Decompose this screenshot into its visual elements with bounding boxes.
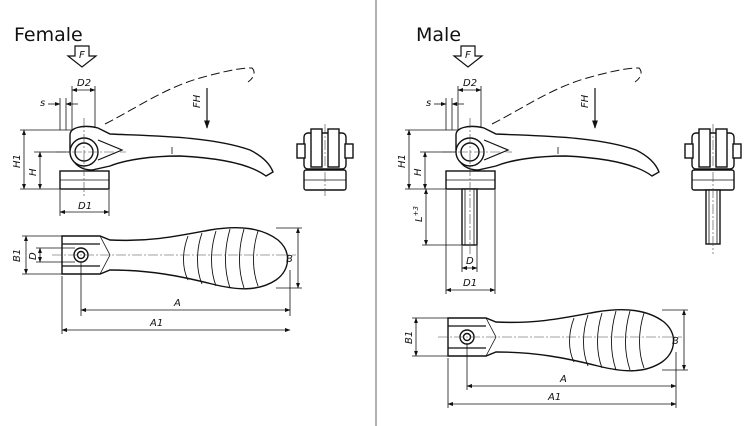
d2-dimension: D2	[71, 78, 96, 130]
a-label: A	[173, 298, 181, 309]
b-dimension: B	[662, 309, 688, 371]
force-arrow: F	[452, 45, 484, 68]
d2-label: D2	[77, 78, 91, 89]
d1-dimension: D1	[445, 190, 496, 294]
male-panel: Male F FH D2 s	[397, 24, 742, 408]
h1-label: H1	[12, 154, 23, 168]
d-dimension: D	[28, 247, 75, 263]
d1-label: D1	[78, 201, 92, 212]
force-label: F	[465, 50, 471, 61]
a1-label: A1	[547, 392, 561, 403]
h-label: H	[413, 168, 424, 176]
fh-arrow: FH	[580, 88, 598, 129]
open-position-outline	[104, 67, 255, 125]
h-dimension: H	[28, 151, 70, 190]
a-dimension: A	[466, 344, 677, 408]
d2-label: D2	[463, 78, 477, 89]
h-dimension: H	[413, 151, 456, 190]
d-dimension: D	[461, 246, 478, 272]
d-label: D	[466, 256, 474, 267]
l-dimension: L+3	[412, 188, 462, 246]
b-label: B	[286, 254, 293, 265]
a1-label: A1	[149, 318, 163, 329]
open-position-outline	[491, 67, 642, 125]
s-label: s	[40, 98, 45, 109]
d1-label: D1	[463, 278, 477, 289]
male-top-view	[438, 309, 682, 372]
female-end-view	[296, 124, 354, 196]
a1-dimension: A1	[447, 358, 677, 408]
a-dimension: A	[80, 262, 291, 316]
a-label: A	[559, 374, 567, 385]
b1-label: B1	[12, 249, 23, 262]
s-dimension: s	[40, 98, 78, 130]
male-side-view	[442, 118, 660, 254]
male-end-view	[684, 124, 742, 254]
s-label: s	[426, 98, 431, 109]
h-label: H	[28, 168, 39, 176]
female-panel: Female F FH D2 s	[12, 24, 354, 334]
female-title: Female	[14, 24, 83, 46]
d2-dimension: D2	[457, 78, 482, 130]
h1-label: H1	[397, 154, 408, 168]
b-dimension: B	[276, 227, 302, 289]
force-label: F	[79, 50, 85, 61]
b1-dimension: B1	[12, 235, 62, 275]
fh-arrow: FH	[192, 88, 210, 129]
force-arrow: F	[66, 45, 98, 68]
l-label: L+3	[412, 206, 425, 222]
l-tolerance: +3	[412, 206, 420, 216]
female-top-view	[52, 227, 296, 290]
b1-label: B1	[404, 331, 415, 344]
d1-dimension: D1	[59, 190, 110, 216]
female-side-view	[56, 118, 274, 196]
s-dimension: s	[426, 98, 464, 130]
l-symbol: L	[414, 216, 425, 222]
b1-dimension: B1	[404, 317, 448, 357]
fh-label: FH	[580, 94, 591, 108]
d-label: D	[28, 252, 39, 260]
male-title: Male	[416, 24, 461, 46]
fh-label: FH	[192, 94, 203, 108]
b-label: B	[672, 336, 679, 347]
a1-dimension: A1	[61, 276, 291, 334]
